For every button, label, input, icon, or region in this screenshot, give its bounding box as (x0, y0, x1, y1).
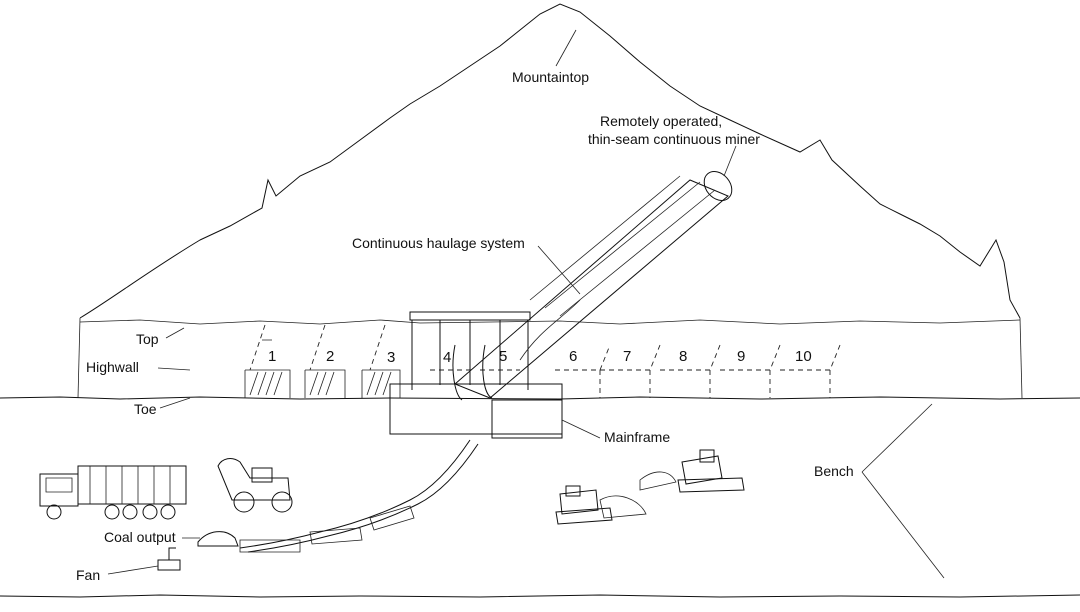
leader-bench-up (861, 403, 933, 473)
leader-miner (723, 145, 737, 177)
entry-number-3: 3 (387, 349, 395, 366)
entry-numbers: 1 2 3 4 5 6 7 8 9 10 (268, 348, 812, 366)
entry-openings (244, 324, 841, 398)
entry-hatching (249, 371, 392, 396)
entry-number-6: 6 (569, 348, 577, 365)
leader-lines (107, 29, 945, 579)
leader-haulage (537, 245, 581, 295)
label-top: Top (136, 331, 159, 347)
entry-number-4: 4 (443, 349, 451, 366)
leader-fan (107, 565, 159, 575)
mainframe-structure (389, 311, 563, 439)
label-miner-line1: Remotely operated, (600, 113, 722, 129)
label-miner-line2: thin-seam continuous miner (588, 131, 760, 147)
mountain-side-left (77, 317, 81, 399)
entry-number-1: 1 (268, 348, 276, 365)
leader-bench-down (861, 471, 945, 579)
entry-number-8: 8 (679, 348, 687, 365)
fan-unit (157, 547, 181, 571)
entry-number-9: 9 (737, 348, 745, 365)
haulage-cars (239, 439, 479, 553)
label-mountaintop: Mountaintop (512, 69, 589, 85)
leader-toe (159, 397, 191, 409)
entry-number-10: 10 (795, 348, 812, 365)
mountain-side-right (1019, 317, 1023, 399)
label-highwall: Highwall (86, 359, 139, 375)
leader-mountaintop (555, 29, 577, 67)
leader-mainframe (561, 419, 601, 439)
bulldozer-upper (639, 449, 745, 493)
label-mainframe: Mainframe (604, 429, 670, 445)
toe-ground-line (0, 396, 1080, 400)
coal-pile (197, 531, 239, 547)
highwall-top-line (79, 319, 1021, 325)
entry-number-7: 7 (623, 348, 631, 365)
haul-truck (39, 465, 187, 520)
bench-bottom-line (0, 594, 1080, 598)
bulldozer-lower (555, 485, 647, 525)
continuous-miner-conveyor (454, 171, 733, 399)
label-toe: Toe (134, 401, 157, 417)
front-end-loader (217, 458, 293, 513)
entry-number-2: 2 (326, 348, 334, 365)
label-fan: Fan (76, 567, 100, 583)
mountain-outline (79, 3, 1021, 319)
label-bench: Bench (814, 463, 854, 479)
entry-number-5: 5 (499, 348, 507, 365)
leader-highwall (157, 367, 191, 371)
label-coal-output: Coal output (104, 529, 176, 545)
label-haulage: Continuous haulage system (352, 235, 525, 251)
leader-top (165, 327, 185, 339)
